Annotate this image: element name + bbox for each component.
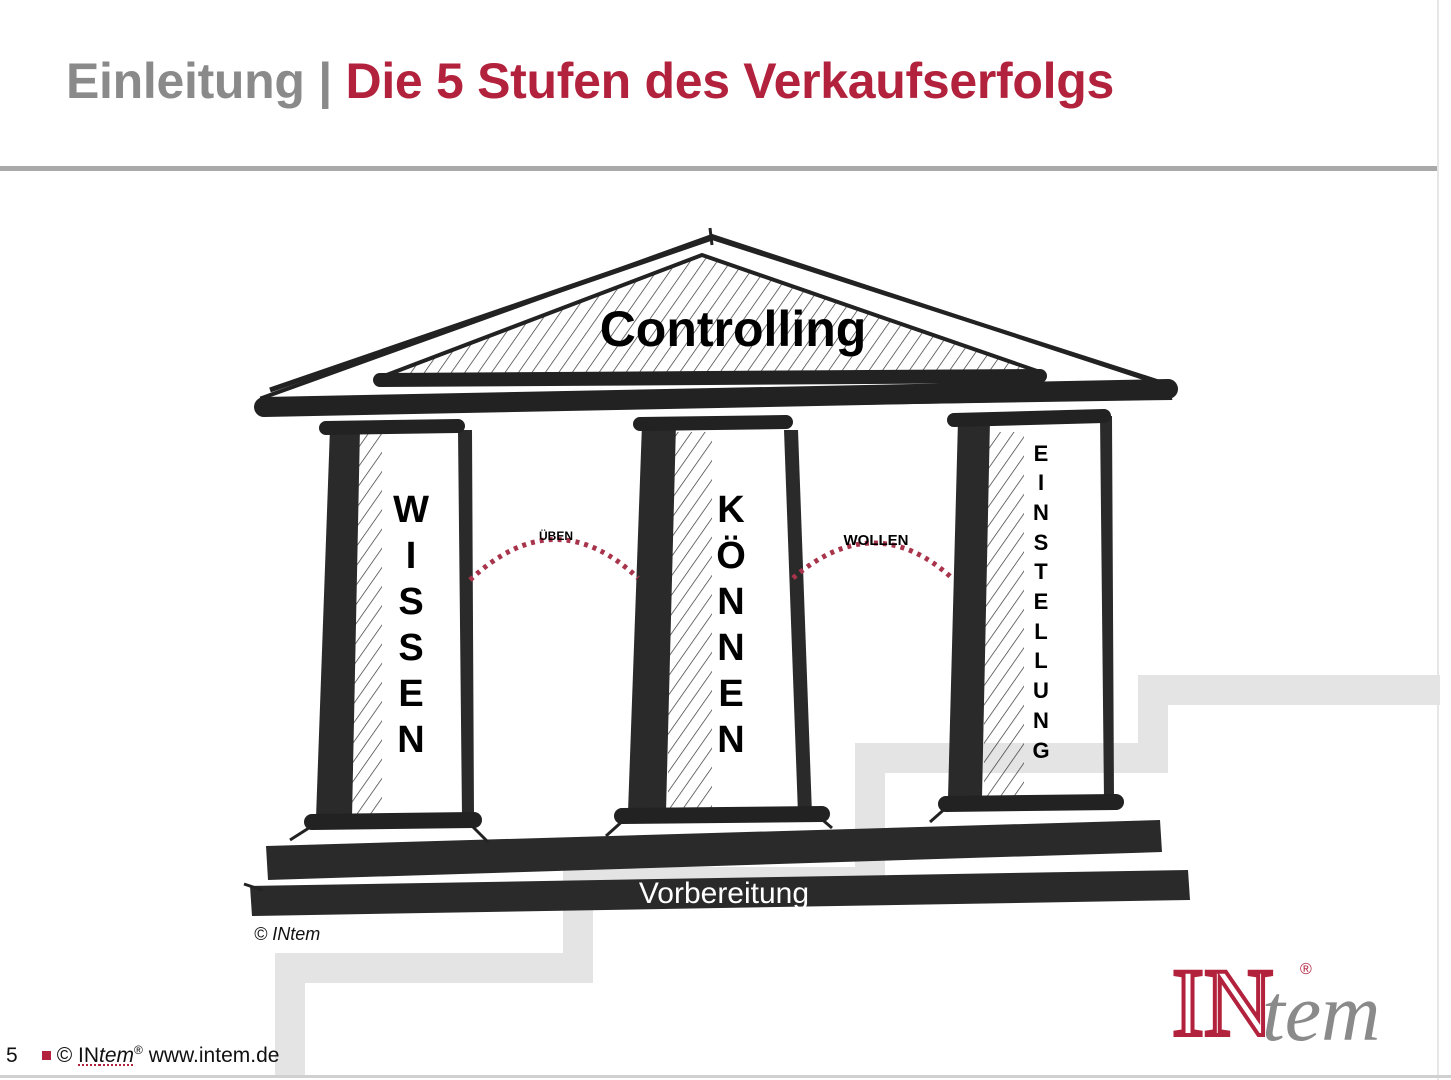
footer-website[interactable]: www.intem.de	[148, 1044, 280, 1067]
koennen-letter: E	[718, 673, 743, 715]
wissen-letter: S	[398, 581, 423, 623]
title-main: Die 5 Stufen des Verkaufserfolgs	[345, 53, 1115, 109]
logo-tem: tem	[1262, 967, 1380, 1058]
einstellung-letter: G	[1032, 738, 1049, 763]
slide-edge-right	[1437, 0, 1439, 1080]
arc-ueben	[468, 537, 640, 582]
logo-registered-mark: ®	[1300, 961, 1312, 978]
wissen-letter: I	[406, 535, 417, 577]
einstellung-letter: I	[1038, 470, 1044, 495]
logo-in: IN	[1172, 949, 1273, 1056]
pillar-koennen	[614, 415, 830, 824]
wissen-letter: S	[398, 627, 423, 669]
einstellung-letter: T	[1034, 559, 1048, 584]
einstellung-letter: L	[1034, 648, 1047, 673]
diagram-copyright: © INtem	[254, 924, 320, 944]
wissen-letter: E	[398, 673, 423, 715]
footer-copyright-symbol: ©	[56, 1044, 73, 1067]
slide-edge-bottom	[0, 1075, 1451, 1078]
footer: 5 © INtem® www.intem.de	[6, 1043, 279, 1068]
wissen-letter: W	[393, 489, 429, 531]
temple-base	[243, 804, 1190, 916]
pillar-einstellung	[938, 409, 1124, 812]
einstellung-letter: U	[1033, 678, 1049, 703]
einstellung-letter: N	[1033, 500, 1049, 525]
footer-bullet-icon	[41, 1050, 51, 1060]
einstellung-letter: E	[1034, 589, 1049, 614]
title-prefix: Einleitung |	[66, 53, 346, 109]
pillar-wissen	[304, 419, 482, 830]
einstellung-letter: N	[1033, 708, 1049, 733]
einstellung-letter: L	[1034, 619, 1047, 644]
footer-brand-tem: tem	[99, 1044, 135, 1067]
arc-label-ueben: ÜBEN	[539, 528, 573, 543]
footer-brand-in: IN	[78, 1044, 100, 1067]
page-title: Einleitung | Die 5 Stufen des Verkaufser…	[66, 52, 1114, 110]
base-label: Vorbereitung	[639, 877, 809, 910]
koennen-letter: N	[717, 719, 744, 761]
wissen-letter: N	[397, 719, 424, 761]
header-divider	[0, 166, 1438, 171]
einstellung-letter: S	[1034, 530, 1049, 555]
koennen-letter: N	[717, 581, 744, 623]
koennen-letter: N	[717, 627, 744, 669]
footer-registered: ®	[134, 1043, 143, 1057]
einstellung-letter: E	[1034, 441, 1049, 466]
temple-roof	[254, 227, 1178, 417]
roof-label: Controlling	[600, 301, 867, 357]
arc-wollen	[791, 540, 954, 580]
intem-logo: IN tem ®	[1170, 947, 1380, 1058]
page-number: 5	[6, 1044, 18, 1067]
arc-label-wollen: WOLLEN	[844, 532, 909, 549]
koennen-letter: Ö	[716, 534, 746, 577]
koennen-letter: K	[717, 489, 745, 531]
